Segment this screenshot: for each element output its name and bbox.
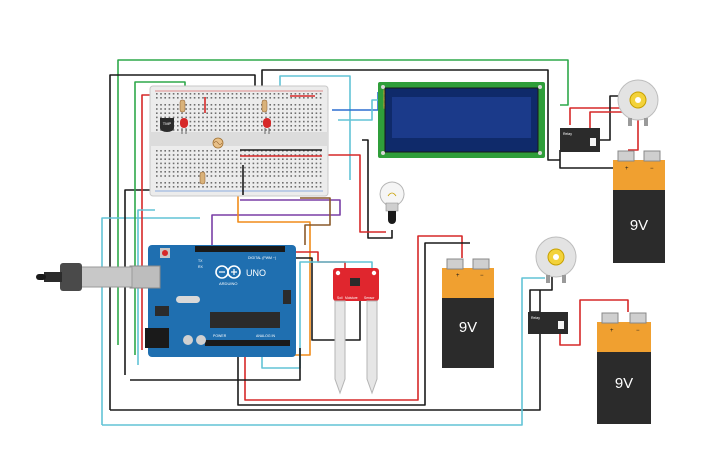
- wire-purple[interactable]: [211, 199, 341, 245]
- wire-cyan-sensor[interactable]: [261, 261, 373, 369]
- dc-motor-1[interactable]: [617, 79, 659, 126]
- relay-1[interactable]: Relay: [560, 128, 600, 152]
- wire-cyan-lcd[interactable]: [338, 99, 380, 121]
- relay-2-label: Relay: [531, 316, 540, 320]
- usb-port[interactable]: [129, 265, 161, 289]
- wire-black-left[interactable]: [109, 74, 256, 410]
- sensor-label-sensor: Sensor: [364, 296, 375, 300]
- wire-orange[interactable]: [237, 182, 311, 356]
- relay-2[interactable]: Relay: [528, 312, 568, 334]
- wire-red-lamp[interactable]: [318, 154, 386, 233]
- tx-label: TX: [198, 259, 203, 263]
- wire-cyan-top[interactable]: [279, 75, 351, 180]
- breadboard-holes: [156, 93, 322, 188]
- arduino-uno[interactable]: UNO ARDUINO DIGITAL (PWM ~) POWER ANALOG…: [129, 245, 296, 357]
- battery-3-minus: −: [636, 328, 640, 334]
- usb-cable[interactable]: [36, 263, 133, 291]
- battery-3-plus: +: [610, 328, 614, 334]
- crystal: [176, 296, 200, 303]
- wire-red-relay2[interactable]: [559, 299, 629, 346]
- wire-red-battery1[interactable]: [244, 235, 463, 401]
- sensor-label-soil: Soil: [337, 296, 343, 300]
- wire-cyan-outer[interactable]: [101, 217, 200, 425]
- arduino-brand-label: ARDUINO: [219, 281, 237, 286]
- breadboard[interactable]: TMP: [149, 85, 329, 197]
- battery-2[interactable]: + − 9V: [613, 150, 665, 263]
- battery-1-plus: +: [456, 273, 460, 279]
- led-red-1[interactable]: [180, 118, 188, 134]
- wire-brown[interactable]: [300, 197, 331, 245]
- wire-cyan-bottom[interactable]: [102, 277, 545, 426]
- relay-1-label: Relay: [563, 132, 572, 136]
- battery-3[interactable]: + − 9V: [597, 312, 651, 424]
- wire-black-relay1[interactable]: [600, 95, 618, 141]
- resistor-1[interactable]: [179, 99, 186, 113]
- wire-green-top[interactable]: [117, 59, 569, 345]
- light-bulb[interactable]: [379, 181, 405, 224]
- wire-black-battery1[interactable]: [237, 242, 470, 406]
- lcd-display[interactable]: [378, 82, 545, 158]
- icsp-header: [283, 290, 291, 304]
- power-jack[interactable]: [145, 328, 169, 348]
- photoresistor[interactable]: [212, 137, 224, 149]
- arduino-uno-label: UNO: [246, 268, 266, 278]
- battery-2-plus: +: [625, 166, 629, 172]
- battery-1-minus: −: [480, 273, 484, 279]
- battery-2-label: 9V: [630, 217, 648, 234]
- capacitor-2: [196, 335, 206, 345]
- wire-black-left3[interactable]: [130, 348, 301, 381]
- analog-label: ANALOG IN: [256, 334, 276, 338]
- atmega-chip: [210, 312, 280, 328]
- battery-1-label: 9V: [459, 319, 477, 336]
- wire-black-lamp[interactable]: [362, 139, 393, 239]
- wire-black-top[interactable]: [261, 69, 560, 161]
- wire-blue-lcd[interactable]: [332, 92, 379, 111]
- tmp-label: TMP: [163, 121, 172, 126]
- soil-moisture-sensor[interactable]: Soil Moisture Sensor: [333, 268, 379, 395]
- power-analog-header[interactable]: [205, 340, 290, 346]
- led-red-2[interactable]: [263, 118, 271, 134]
- arduino-logo: [215, 265, 241, 279]
- battery-3-label: 9V: [615, 375, 633, 392]
- sensor-label-moisture: Moisture: [345, 296, 358, 300]
- temperature-sensor[interactable]: TMP: [160, 118, 174, 132]
- power-label: POWER: [213, 334, 227, 338]
- digital-header[interactable]: [195, 246, 285, 252]
- wire-cyan-left[interactable]: [137, 209, 155, 365]
- battery-2-minus: −: [650, 166, 654, 172]
- battery-1[interactable]: + − 9V: [442, 258, 494, 368]
- digital-label: DIGITAL (PWM ~): [248, 256, 276, 260]
- resistor-2[interactable]: [261, 99, 268, 113]
- lcd-pins: [383, 89, 385, 109]
- rx-label: RX: [198, 265, 204, 269]
- resistor-3[interactable]: [199, 171, 206, 185]
- capacitor-1: [183, 335, 193, 345]
- regulator: [155, 306, 169, 316]
- dc-motor-2[interactable]: [535, 236, 577, 283]
